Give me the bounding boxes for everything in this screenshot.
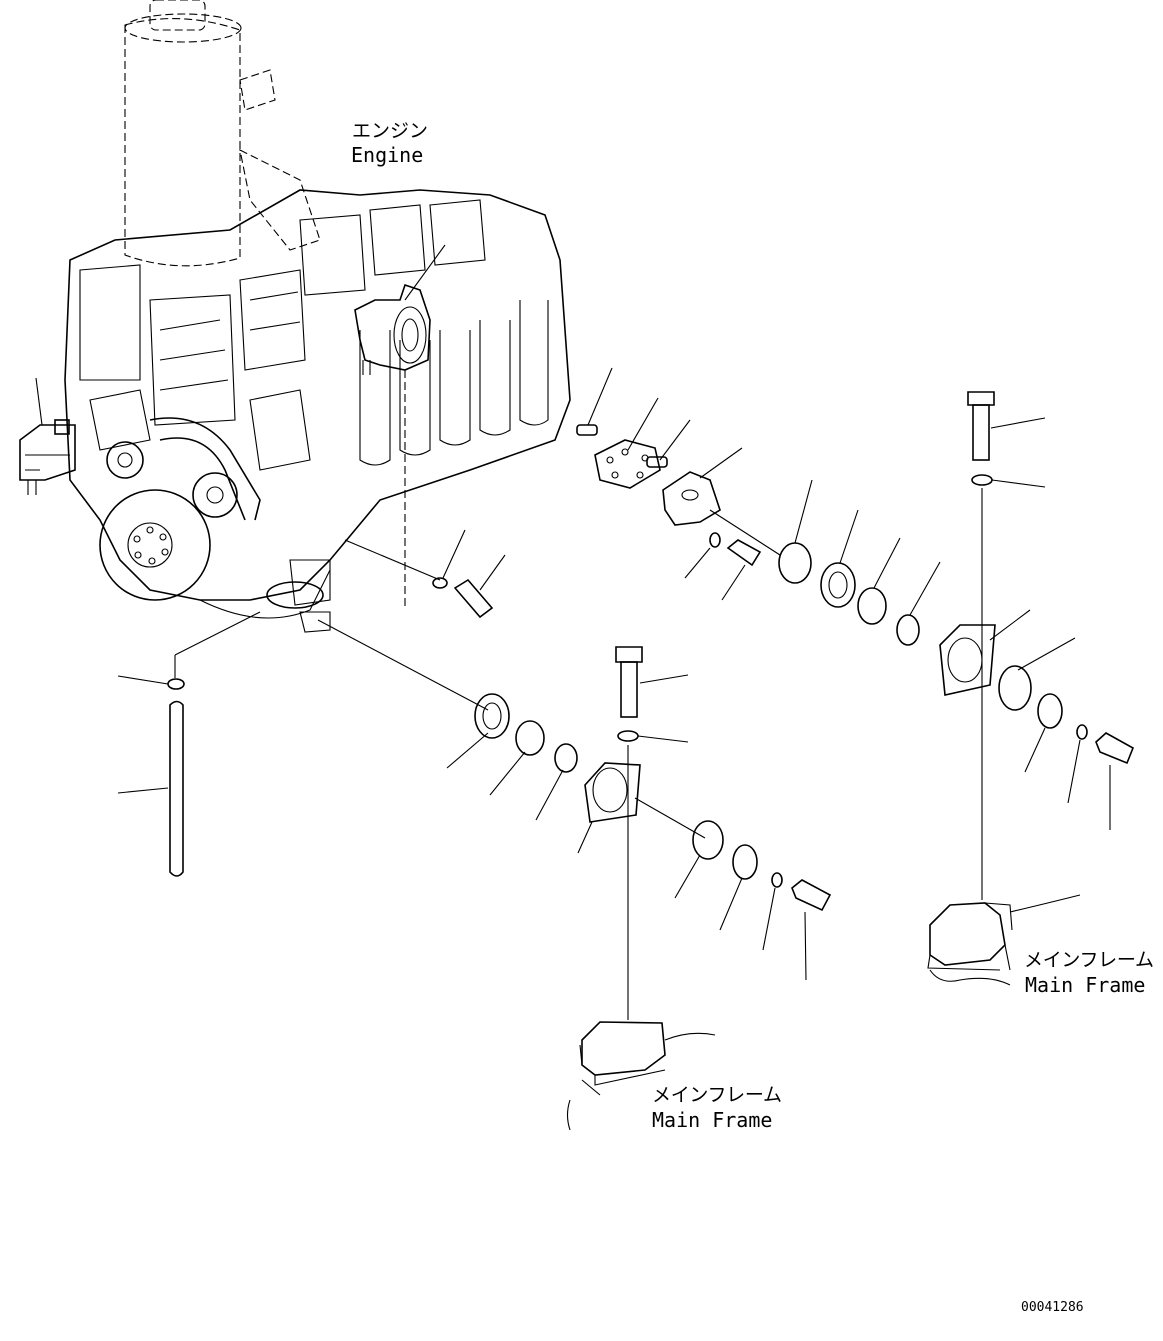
mid-bolt: [453, 578, 494, 619]
flywheel-bolt-pattern: [133, 526, 169, 565]
front-retainer-plate: [732, 844, 758, 880]
mid-washer: [432, 577, 448, 589]
cap-washer: [998, 665, 1032, 711]
vertical-bolt-shank: [972, 404, 990, 461]
main-frame-right-callout: メインフレーム Main Frame: [1024, 949, 1154, 997]
front-vertical-bolt-head: [615, 646, 643, 663]
rear-mount-shaft-group: [576, 367, 1135, 900]
small-bolt: [726, 539, 762, 567]
dowel-pin: [576, 424, 598, 436]
bushing-seal: [820, 562, 856, 608]
leader-lines-lower: [35, 244, 807, 981]
bushing: [857, 587, 887, 625]
dowel-pin-2: [646, 456, 668, 468]
bushing-inner: [896, 614, 920, 646]
main-frame-right-label-jp: メインフレーム: [1024, 949, 1154, 971]
small-washer: [709, 532, 721, 548]
front-engine-mount: [19, 419, 76, 495]
engine-label-jp: エンジン: [352, 120, 428, 142]
front-cap-washer: [692, 820, 724, 860]
front-mount-shaft-group: [35, 244, 832, 1020]
mount-rod: [167, 611, 261, 877]
front-cap-bolt: [791, 879, 832, 912]
retainer-plate: [1037, 693, 1063, 729]
main-frame-left-callout: メインフレーム Main Frame: [652, 1084, 782, 1132]
front-vertical-bolt-shank: [620, 661, 638, 718]
engine-side-bracket: [662, 471, 721, 526]
lock-washer: [1076, 724, 1088, 740]
mount-plate: [594, 439, 661, 489]
front-bushing-seal: [474, 693, 510, 739]
drawing-number: 00041286: [1021, 1300, 1084, 1315]
front-vertical-bolt-washer: [617, 730, 639, 742]
thrust-washer: [778, 542, 812, 584]
leader-lines-upper: [587, 367, 1111, 830]
rear-mount-cap: [939, 624, 996, 696]
engine-assembly: [19, 0, 571, 633]
main-frame-left: [566, 1021, 716, 1131]
main-frame-left-label-jp: メインフレーム: [652, 1084, 782, 1106]
main-frame-right-label-en: Main Frame: [1025, 973, 1145, 997]
vertical-bolt-washer: [971, 474, 993, 486]
front-lock-washer: [771, 872, 783, 888]
main-frame-right: [927, 894, 1081, 986]
engine-label-en: Engine: [351, 143, 423, 167]
front-mount-cap: [584, 762, 641, 823]
cap-bolt: [1095, 732, 1135, 765]
vertical-bolt-head: [967, 391, 995, 406]
engine-callout: エンジン Engine: [351, 120, 428, 167]
main-frame-left-label-en: Main Frame: [652, 1108, 772, 1132]
front-bushing: [515, 720, 545, 756]
front-bushing-inner: [554, 743, 578, 773]
